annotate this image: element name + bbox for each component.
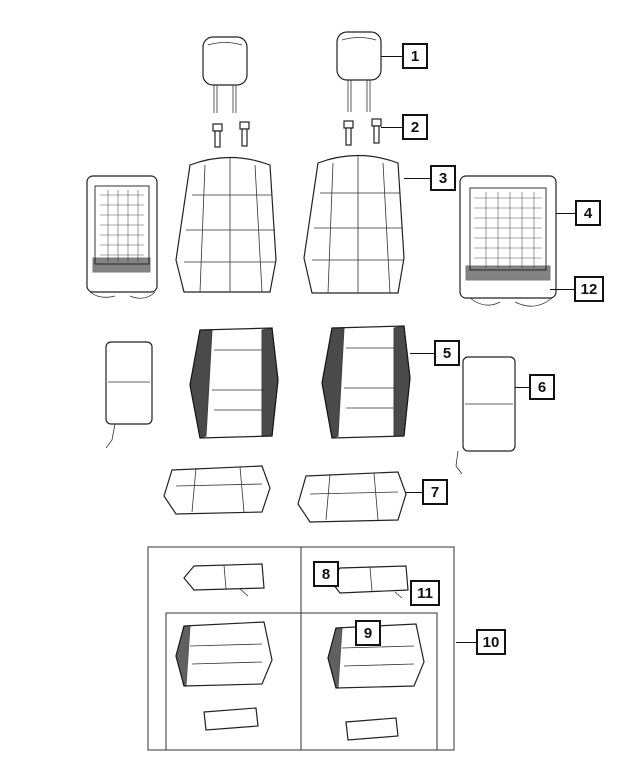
callout-1: 1 <box>402 43 428 69</box>
cushion-foam-left <box>175 621 273 687</box>
leader-3 <box>404 178 430 179</box>
seat-back-heater-right <box>455 356 516 475</box>
seat-back-frame-right <box>459 175 557 307</box>
seat-back-frame-left <box>86 175 158 299</box>
seat-back-cover-right <box>303 154 405 294</box>
callout-12: 12 <box>574 276 604 302</box>
cushion-kit-group-box <box>147 546 455 751</box>
cushion-pan-right <box>345 717 399 741</box>
callout-3: 3 <box>430 165 456 191</box>
callout-11: 11 <box>410 580 440 606</box>
leader-1 <box>381 56 402 57</box>
callout-10: 10 <box>476 629 506 655</box>
seat-back-heater-left <box>105 341 153 449</box>
cushion-pan-left <box>203 707 259 731</box>
seat-back-foam-left <box>189 327 279 439</box>
leader-10 <box>456 642 476 643</box>
leader-6 <box>515 387 529 388</box>
headrest-guides-right <box>343 118 382 146</box>
callout-2: 2 <box>402 114 428 140</box>
leader-7 <box>406 492 422 493</box>
callout-8: 8 <box>313 561 339 587</box>
leader-4 <box>556 213 575 214</box>
headrest-left <box>202 36 248 113</box>
callout-5: 5 <box>434 340 460 366</box>
leader-2 <box>381 127 402 128</box>
callout-7: 7 <box>422 479 448 505</box>
seat-cushion-cover-right <box>297 471 407 523</box>
callout-6: 6 <box>529 374 555 400</box>
callout-4: 4 <box>575 200 601 226</box>
seat-cushion-cover-left <box>163 465 271 515</box>
cushion-foam-right <box>327 623 425 689</box>
cushion-heater-left <box>183 563 265 597</box>
callout-9: 9 <box>355 620 381 646</box>
leader-5 <box>410 353 434 354</box>
seat-back-cover-left <box>175 156 277 293</box>
headrest-guides-left <box>212 121 250 148</box>
cushion-heater-right <box>329 565 409 599</box>
leader-12 <box>550 289 574 290</box>
seat-back-foam-right <box>321 325 411 439</box>
headrest-right <box>336 31 382 112</box>
